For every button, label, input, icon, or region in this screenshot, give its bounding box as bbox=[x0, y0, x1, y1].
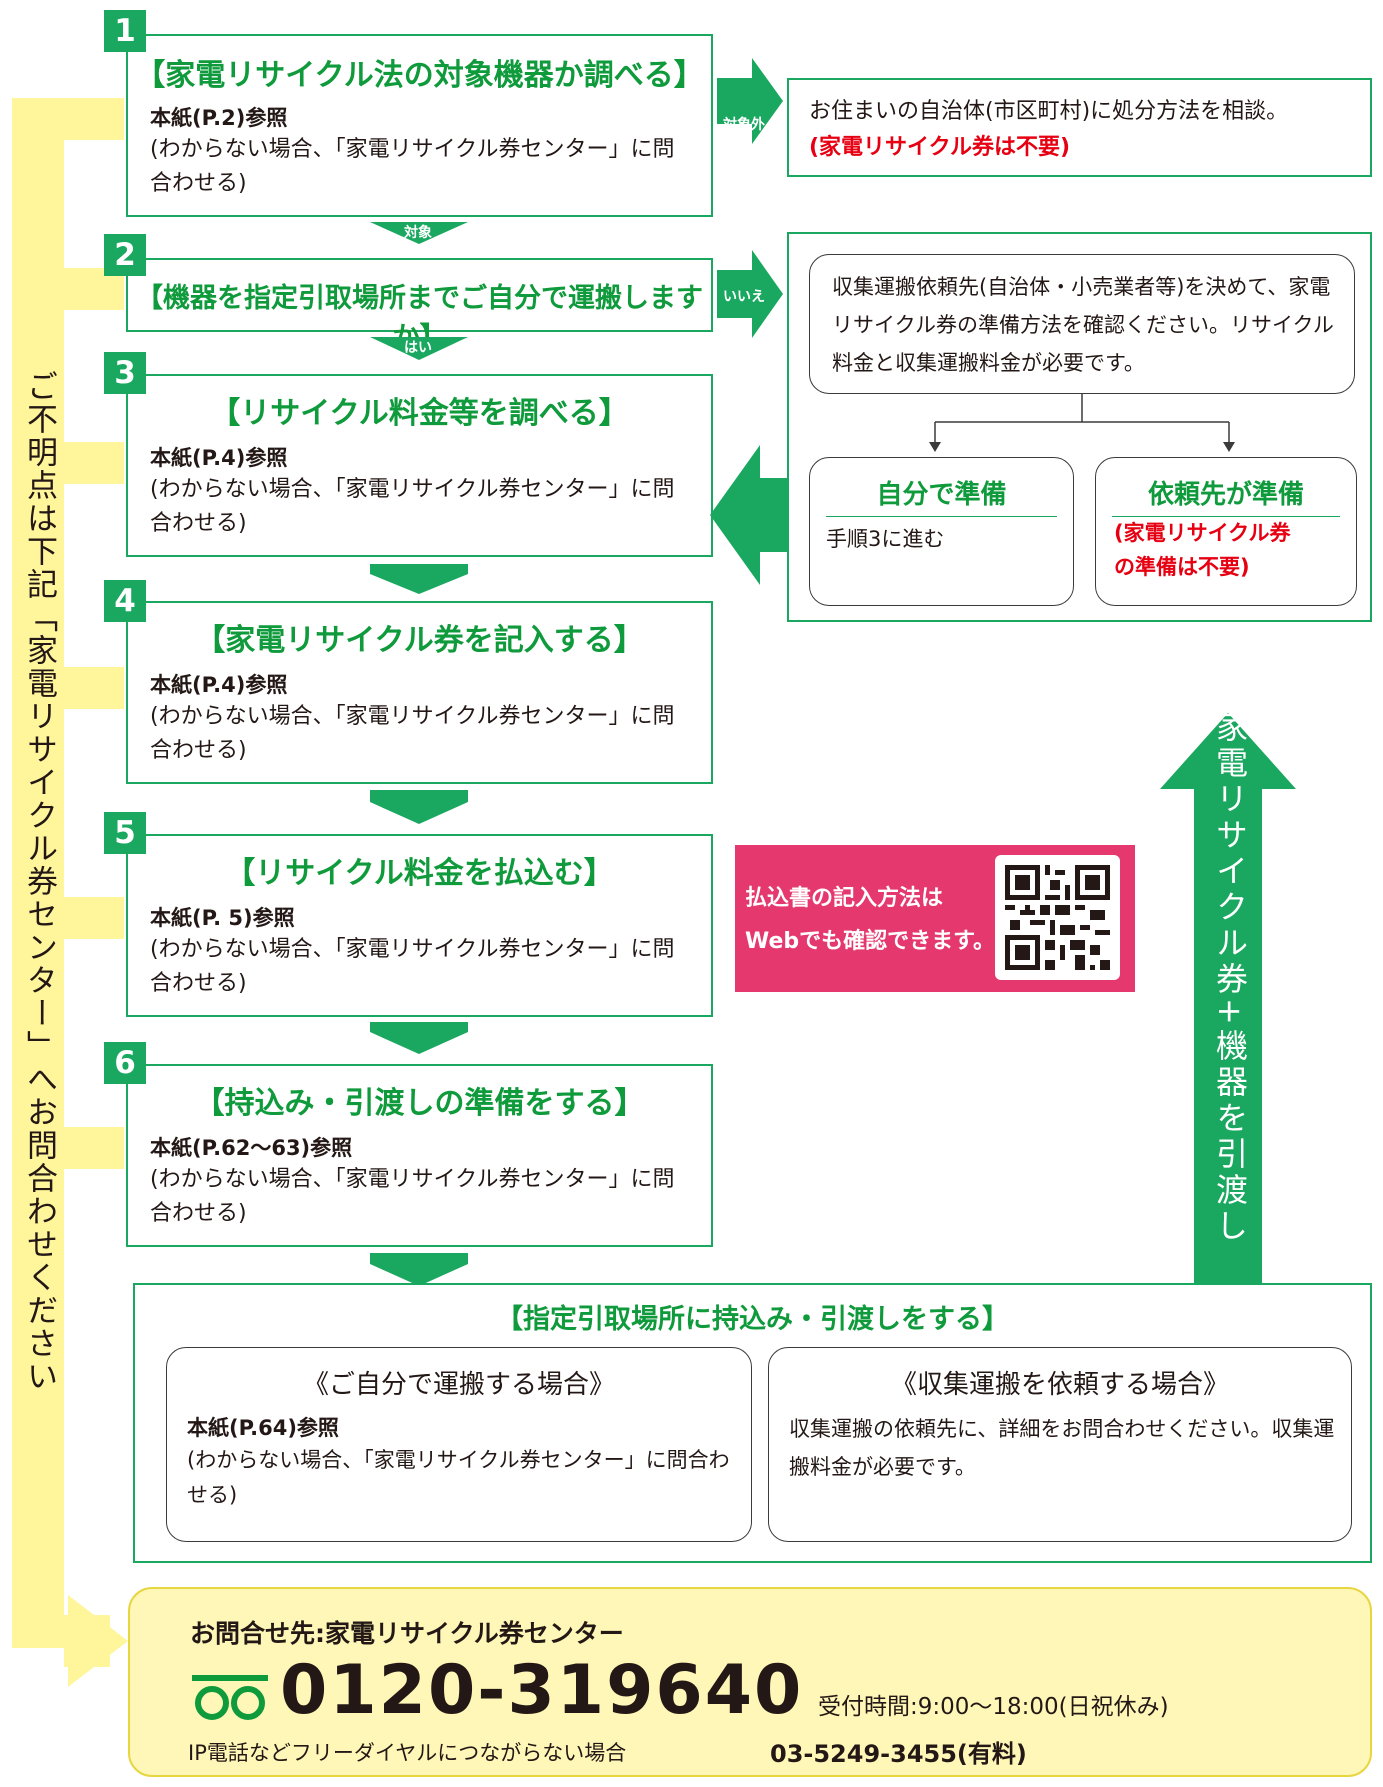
contact-hours: 受付時間:9:00〜18:00(日祝休み) bbox=[818, 1694, 1169, 1720]
label-taishogai: 対象外 bbox=[723, 117, 765, 133]
no-branch-text: 収集運搬依頼先(自治体・小売業者等)を決めて、家電リサイクル券の準備方法を確認く… bbox=[832, 275, 1334, 375]
self-prepare-box: 自分で準備 手順3に進む bbox=[809, 457, 1074, 606]
step-4-box: 【家電リサイクル券を記入する】 本紙(P.4)参照 (わからない場合、「家電リサ… bbox=[126, 601, 713, 784]
request-transport-box: 《収集運搬を依頼する場合》 収集運搬の依頼先に、詳細をお問合わせください。収集運… bbox=[768, 1347, 1352, 1542]
step-5-title: 【リサイクル料金を払込む】 bbox=[225, 856, 614, 891]
step-6-number: 6 bbox=[104, 1042, 146, 1084]
no-branch-info-box: 収集運搬依頼先(自治体・小売業者等)を決めて、家電リサイクル券の準備方法を確認く… bbox=[809, 254, 1355, 394]
step-4-title: 【家電リサイクル券を記入する】 bbox=[195, 623, 644, 658]
self-prepare-title: 自分で準備 bbox=[826, 474, 1057, 517]
final-step-box: 【指定引取場所に持込み・引渡しをする】 《ご自分で運搬する場合》 本紙(P.64… bbox=[133, 1283, 1372, 1563]
arrow-no bbox=[717, 250, 783, 338]
step-5-note: (わからない場合、「家電リサイクル券センター」に問合わせる) bbox=[150, 937, 675, 996]
other-prepare-box: 依頼先が準備 (家電リサイクル券の準備は不要) bbox=[1095, 457, 1357, 606]
step-3-note: (わからない場合、「家電リサイクル券センター」に問合わせる) bbox=[150, 477, 675, 536]
step-1-number: 1 bbox=[104, 10, 146, 52]
side-banner-text: ご不明点は下記「家電リサイクル券センター」へお問合わせください bbox=[21, 370, 57, 1393]
step-2-box: 【機器を指定引取場所までご自分で運搬しますか】 bbox=[126, 258, 713, 353]
step-3-ref: 本紙(P.4)参照 bbox=[150, 446, 288, 470]
step-3-title: 【リサイクル料金等を調べる】 bbox=[210, 396, 629, 431]
final-step-title: 【指定引取場所に持込み・引渡しをする】 bbox=[496, 1304, 1009, 1335]
self-transport-ref: 本紙(P.64)参照 bbox=[187, 1416, 339, 1440]
step-1-note: (わからない場合、「家電リサイクル券センター」に問合わせる) bbox=[150, 137, 675, 196]
contact-heading: お問合せ先:家電リサイクル券センター bbox=[190, 1619, 624, 1648]
self-transport-note: (わからない場合、「家電リサイクル券センター」に問合わせる) bbox=[187, 1448, 730, 1507]
qr-code[interactable] bbox=[995, 855, 1120, 980]
step-1-box: 【家電リサイクル法の対象機器か調べる】 本紙(P.2)参照 (わからない場合、「… bbox=[126, 34, 713, 217]
step-3-box: 【リサイクル料金等を調べる】 本紙(P.4)参照 (わからない場合、「家電リサイ… bbox=[126, 374, 713, 557]
step-5-box: 【リサイクル料金を払込む】 本紙(P. 5)参照 (わからない場合、「家電リサイ… bbox=[126, 834, 713, 1017]
step-1-title: 【家電リサイクル法の対象機器か調べる】 bbox=[135, 58, 704, 93]
ip-phone-number[interactable]: 03-5249-3455(有料) bbox=[770, 1740, 1027, 1768]
web-notice-line1: 払込書の記入方法は bbox=[745, 886, 944, 911]
ip-phone-label: IP電話などフリーダイヤルにつながらない場合 bbox=[188, 1741, 627, 1765]
arrow-step3-down bbox=[370, 564, 468, 594]
free-dial-number[interactable]: 0120-319640 bbox=[280, 1651, 804, 1730]
step-1-ref: 本紙(P.2)参照 bbox=[150, 106, 288, 130]
step-5-number: 5 bbox=[104, 812, 146, 854]
other-prepare-text: (家電リサイクル券の準備は不要) bbox=[1114, 521, 1291, 579]
label-iie: いいえ bbox=[723, 289, 765, 305]
label-taisho: 対象 bbox=[404, 225, 432, 241]
step-6-note: (わからない場合、「家電リサイクル券センター」に問合わせる) bbox=[150, 1167, 675, 1226]
web-notice-line2: Webでも確認できます。 bbox=[745, 929, 995, 954]
hand-over-text: 家電リサイクル券+機器を引渡し bbox=[1211, 710, 1249, 1245]
self-prepare-text: 手順3に進む bbox=[826, 527, 945, 551]
arrow-step4-down bbox=[370, 790, 468, 824]
step-4-note: (わからない場合、「家電リサイクル券センター」に問合わせる) bbox=[150, 704, 675, 763]
free-dial-icon bbox=[192, 1675, 268, 1720]
branch-connector bbox=[929, 394, 1235, 452]
step-2-number: 2 bbox=[104, 234, 146, 276]
step-6-box: 【持込み・引渡しの準備をする】 本紙(P.62〜63)参照 (わからない場合、「… bbox=[126, 1064, 713, 1247]
contact-panel: お問合せ先:家電リサイクル券センター 0120-319640 受付時間:9:00… bbox=[128, 1587, 1372, 1777]
arrow-outside bbox=[717, 58, 783, 144]
outside-text: お住まいの自治体(市区町村)に処分方法を相談。 bbox=[809, 99, 1289, 124]
arrow-step2-down bbox=[370, 337, 468, 360]
arrow-step5-down bbox=[370, 1022, 468, 1054]
arrow-step6-down bbox=[370, 1253, 468, 1286]
qr-code-pattern bbox=[1005, 865, 1110, 970]
step-6-title: 【持込み・引渡しの準備をする】 bbox=[194, 1086, 645, 1121]
step-3-number: 3 bbox=[104, 352, 146, 394]
step-2-title: 【機器を指定引取場所までご自分で運搬しますか】 bbox=[136, 283, 703, 353]
request-transport-text: 収集運搬の依頼先に、詳細をお問合わせください。収集運搬料金が必要です。 bbox=[789, 1417, 1335, 1479]
outside-note: (家電リサイクル券は不要) bbox=[809, 135, 1071, 160]
label-hai: はい bbox=[404, 340, 432, 356]
web-notice: 払込書の記入方法は Webでも確認できます。 bbox=[735, 845, 1135, 992]
request-transport-title: 《収集運搬を依頼する場合》 bbox=[890, 1370, 1229, 1400]
step-4-ref: 本紙(P.4)参照 bbox=[150, 673, 288, 697]
no-branch-panel: 収集運搬依頼先(自治体・小売業者等)を決めて、家電リサイクル券の準備方法を確認く… bbox=[787, 232, 1372, 622]
other-prepare-title: 依頼先が準備 bbox=[1112, 474, 1340, 517]
outside-box: お住まいの自治体(市区町村)に処分方法を相談。 (家電リサイクル券は不要) bbox=[787, 78, 1372, 177]
self-transport-box: 《ご自分で運搬する場合》 本紙(P.64)参照 (わからない場合、「家電リサイク… bbox=[166, 1347, 752, 1542]
arrow-back-to-step3 bbox=[710, 445, 790, 585]
step-5-ref: 本紙(P. 5)参照 bbox=[150, 906, 295, 930]
step-6-ref: 本紙(P.62〜63)参照 bbox=[150, 1136, 353, 1160]
arrow-step1-down bbox=[370, 222, 468, 244]
arrow-hand-over bbox=[1160, 713, 1296, 1338]
self-transport-title: 《ご自分で運搬する場合》 bbox=[302, 1370, 615, 1400]
step-4-number: 4 bbox=[104, 580, 146, 622]
